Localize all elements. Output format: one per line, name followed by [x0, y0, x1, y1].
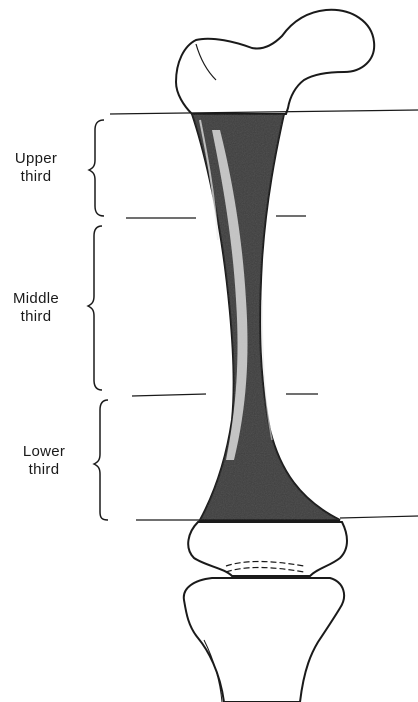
- middle-third-label-line-2: third: [4, 308, 68, 326]
- upper-third-brace: [89, 120, 104, 216]
- upper-third-label-line-1: Upper: [4, 150, 68, 168]
- middle-third-label: Middle third: [4, 290, 68, 326]
- lower-third-brace: [94, 400, 108, 520]
- lower-third-label: Lower third: [12, 443, 76, 479]
- upper-third-label: Upper third: [4, 150, 68, 186]
- middle-third-brace: [88, 226, 102, 390]
- braces: [88, 120, 108, 520]
- middle-third-label-line-1: Middle: [4, 290, 68, 308]
- tibia: [184, 578, 344, 702]
- upper-third-label-line-2: third: [4, 168, 68, 186]
- femoral-head: [176, 10, 374, 114]
- lower-third-label-line-1: Lower: [12, 443, 76, 461]
- femoral-condyles: [188, 522, 347, 576]
- lower-third-label-line-2: third: [12, 461, 76, 479]
